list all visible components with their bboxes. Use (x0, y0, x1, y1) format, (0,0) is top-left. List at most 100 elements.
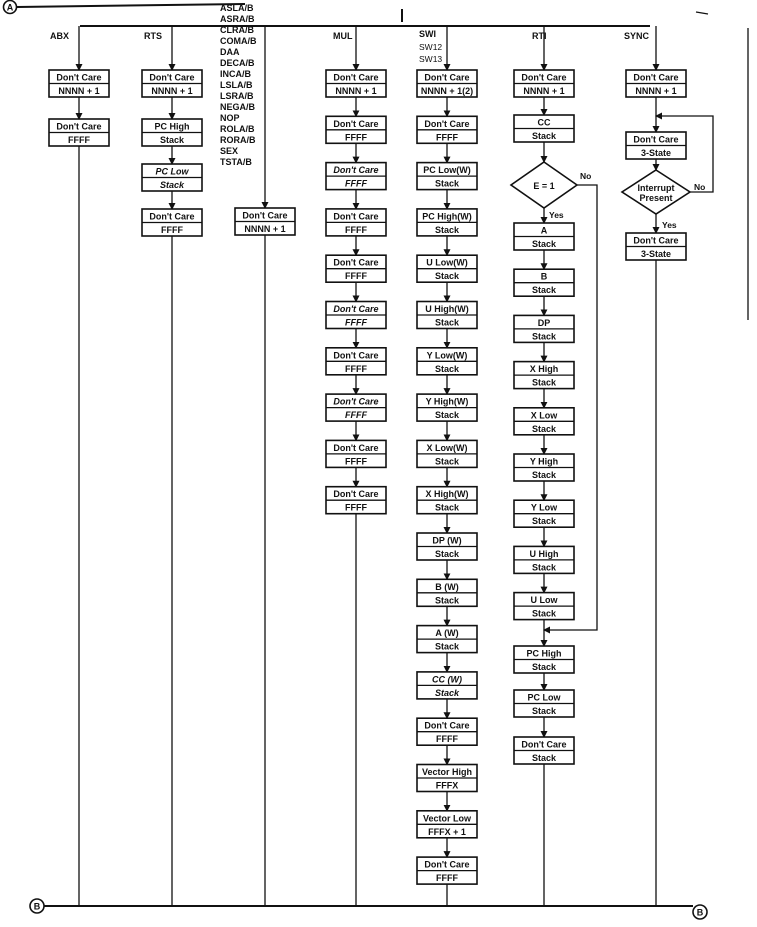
swi-box-12: A (W)Stack (416, 624, 478, 654)
mul-box-1-top: Don't Care (333, 119, 378, 129)
header-inh-10: NOP (220, 113, 240, 123)
mul-box-8-top: Don't Care (333, 443, 378, 453)
swi-box-4: U Low(W) Stack (416, 254, 478, 283)
rti-yes-box-8-top: U Low (531, 595, 559, 605)
swi-box-6-bottom: Stack (435, 364, 460, 374)
swi-box-3-top: PC High(W) (422, 211, 472, 221)
mul-box-8-bottom: FFFF (345, 456, 367, 466)
rti-box-1-top: CC (538, 118, 551, 128)
swi-box-13-top: CC (W) (432, 674, 462, 684)
header-rts: RTS (144, 31, 162, 41)
connector-b-bottom-left: B (29, 898, 45, 914)
swi-box-4-bottom: Stack (435, 271, 460, 281)
header-inh-1: ASRA/B (220, 14, 255, 24)
rti-yes-box-3-bottom: Stack (532, 378, 557, 388)
mul-box-3-top: Don't Care (333, 211, 378, 221)
swi-box-9-top: X High(W) (426, 489, 469, 499)
header-inh-2: CLRA/B (220, 25, 254, 35)
mul-box-5-bottom: FFFF (345, 318, 367, 328)
swi-box-8-bottom: Stack (435, 456, 460, 466)
swi-box-5-top: U High(W) (425, 304, 468, 314)
swi-box-10-top: DP (W) (432, 536, 461, 546)
rti-after-box-0-bottom: Stack (532, 662, 557, 672)
swi-box-13-bottom: Stack (435, 688, 460, 698)
swi-box-3-bottom: Stack (435, 225, 460, 235)
rts-box-2-top: PC Low (156, 167, 190, 177)
swi-box-0-bottom: NNNN + 1(2) (421, 86, 473, 96)
rts-box-0-bottom: NNNN + 1 (151, 86, 192, 96)
rti-yes-box-4-bottom: Stack (532, 424, 557, 434)
rti-yes-box-2-top: DP (538, 318, 551, 328)
swi-box-2-top: PC Low(W) (423, 165, 471, 175)
svg-text:B: B (34, 902, 41, 912)
swi-box-6: Y Low(W)Stack (416, 346, 478, 376)
sync-decision-line2: Present (639, 193, 672, 203)
swi-box-9-bottom: Stack (435, 503, 460, 513)
swi-box-10-bottom: Stack (435, 549, 460, 559)
swi-box-1-top: Don't Care (424, 119, 469, 129)
swi-box-11-bottom: Stack (435, 595, 460, 605)
rti-yes-box-1-bottom: Stack (532, 285, 557, 295)
swi-box-13: CC (W) Stack (416, 671, 478, 700)
connector-b-bottom-right: B (692, 904, 708, 920)
sync-yes-label: Yes (662, 220, 677, 230)
sync-box-1-top: Don't Care (633, 135, 678, 145)
header-inh-7: LSLA/B (220, 80, 253, 90)
rti-after-box-2-bottom: Stack (532, 753, 557, 763)
swi-box-3: PC High(W) Stack (416, 208, 478, 237)
swi-box-15-top: Vector High (422, 767, 472, 777)
swi-box-11-top: B (W) (435, 582, 459, 592)
mul-box-6-bottom: FFFF (345, 364, 367, 374)
mul-box-9-bottom: FFFF (345, 503, 367, 513)
mul-box-0-top: Don't Care (333, 73, 378, 83)
rti-yes-box-3-top: X High (530, 364, 559, 374)
swi-box-11: B (W) Stack (416, 578, 478, 608)
mul-box-7-bottom: FFFF (345, 410, 367, 420)
mul-box-4-bottom: FFFF (345, 271, 367, 281)
mul-box-7-top: Don't Care (333, 397, 378, 407)
swi-box-17-bottom: FFFF (436, 873, 458, 883)
rts-box-0-top: Don't Care (149, 73, 194, 83)
header-mul: MUL (333, 31, 353, 41)
mul-box-2-bottom: FFFF (345, 179, 367, 189)
swi-box-7: Y High(W)Stack (416, 393, 478, 422)
sync-box-1: Don't Care 3-State (625, 131, 687, 160)
column-headers: ABX RTS ASLA/B ASRA/B CLRA/B COMA/B DAA … (50, 3, 650, 167)
sync-decision-line1: Interrupt (638, 183, 675, 193)
abx-box-0-top: Don't Care (56, 73, 101, 83)
header-inh-8: LSRA/B (220, 91, 254, 101)
header-abx: ABX (50, 31, 69, 41)
sync-box-1-bottom: 3-State (641, 148, 671, 158)
rti-yes-box-2-bottom: Stack (532, 331, 557, 341)
rti-yes-label: Yes (549, 210, 564, 220)
swi-box-4-top: U Low(W) (426, 258, 467, 268)
rti-yes-box-5-bottom: Stack (532, 470, 557, 480)
swi-box-1-bottom: FFFF (436, 132, 458, 142)
swi-box-16-bottom: FFFX + 1 (428, 827, 466, 837)
connector-a-top-left: A (2, 0, 18, 15)
rts-box-1-bottom: Stack (160, 135, 185, 145)
